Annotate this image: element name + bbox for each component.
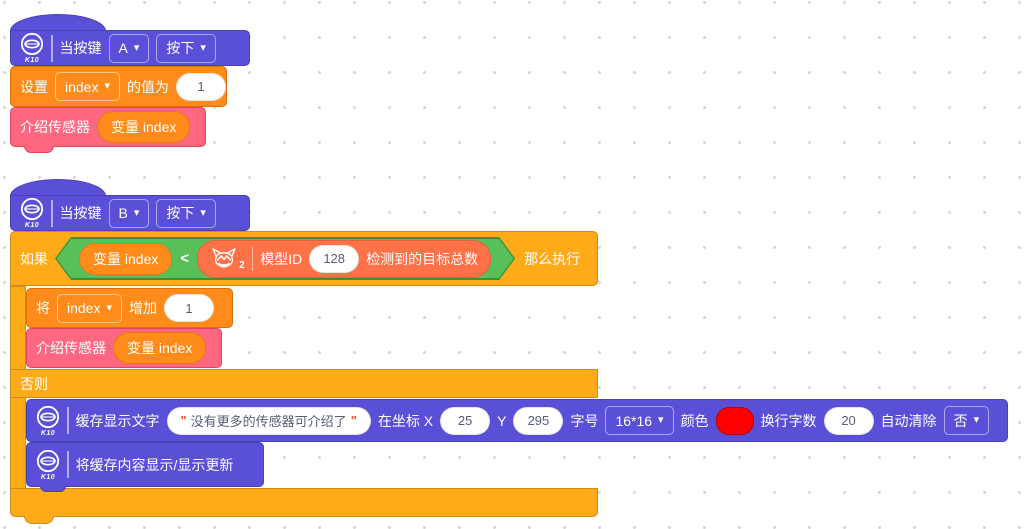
color-swatch[interactable] [715, 406, 754, 435]
open-quote: " [180, 413, 187, 428]
connector-tab [24, 146, 54, 153]
k10-board-icon: K10 [36, 405, 60, 437]
when-key-label: 当按键 [59, 205, 102, 221]
model-id-label: 模型ID [260, 250, 303, 267]
else-bar[interactable]: 否则 [10, 369, 598, 398]
dropdown-arrow-icon: ▾ [200, 41, 206, 54]
variable-reporter[interactable]: 变量 index [97, 111, 191, 143]
wrap-count-label: 换行字数 [760, 412, 817, 429]
when-key-label: 当按键 [59, 40, 102, 56]
board-label: K10 [40, 429, 56, 437]
color-label: 颜色 [680, 412, 709, 429]
introduce-sensor-block[interactable]: 介绍传感器 变量 index [10, 107, 206, 147]
variable-reporter[interactable]: 变量 index [113, 332, 207, 364]
introduce-sensor-label: 介绍传感器 [36, 340, 106, 356]
introduce-sensor-block[interactable]: 介绍传感器 变量 index [26, 328, 222, 368]
fontsize-label: 字号 [570, 412, 599, 429]
close-quote: " [350, 413, 357, 428]
dropdown-arrow-icon: ▾ [133, 206, 140, 219]
set-label: 设置 [20, 78, 48, 95]
display-update-block[interactable]: K10 将缓存内容显示/显示更新 [26, 442, 264, 487]
detected-total-label: 检测到的目标总数 [366, 250, 479, 267]
connector-tab [24, 516, 54, 524]
huskylens-icon: 2 [210, 246, 245, 272]
divider [252, 247, 254, 271]
x-input[interactable]: 25 [440, 406, 491, 435]
divider [51, 199, 53, 227]
dropdown-arrow-icon: ▾ [106, 301, 112, 314]
k10-board-icon: K10 [36, 449, 60, 481]
cache-display-label: 缓存显示文字 [75, 412, 160, 429]
autoclear-label: 自动清除 [880, 412, 937, 429]
divider [67, 451, 69, 478]
condition-hexagon[interactable]: 变量 index < 2 模型ID 128 检测到的 [55, 237, 515, 280]
dropdown-arrow-icon: ▾ [133, 41, 140, 54]
display-update-label: 将缓存内容显示/显示更新 [75, 456, 234, 473]
to-value-label: 的值为 [127, 78, 169, 95]
variable-reporter[interactable]: 变量 index [79, 243, 172, 275]
variable-dropdown[interactable]: index ▾ [57, 293, 122, 323]
coord-x-label: 在坐标 X [377, 412, 434, 429]
divider [51, 34, 53, 62]
if-else-block-header[interactable]: 如果 变量 index < 2 模型ID 12 [10, 231, 598, 286]
else-label: 否则 [20, 375, 48, 392]
if-label: 如果 [20, 250, 48, 267]
k10-board-icon: K10 [20, 197, 44, 229]
fontsize-dropdown[interactable]: 16*16 ▾ [605, 406, 674, 435]
dropdown-arrow-icon: ▾ [658, 414, 664, 426]
huskylens-target-count-reporter[interactable]: 2 模型ID 128 检测到的目标总数 [197, 240, 491, 278]
model-id-input[interactable]: 128 [309, 245, 359, 273]
key-dropdown[interactable]: A ▾ [108, 33, 150, 63]
board-label: K10 [40, 473, 56, 481]
connector-tab [40, 485, 66, 492]
k10-board-icon: K10 [20, 32, 44, 64]
hat-block-when-key-b[interactable]: K10 当按键 B ▾ 按下 ▾ [10, 195, 250, 231]
board-label: K10 [24, 57, 40, 64]
value-input[interactable]: 1 [176, 72, 226, 101]
hat-curve[interactable] [10, 179, 106, 196]
change-by-label: 增加 [129, 300, 157, 316]
set-variable-block[interactable]: 设置 index ▾ 的值为 1 [10, 66, 227, 107]
introduce-sensor-label: 介绍传感器 [20, 119, 90, 135]
divider [67, 407, 69, 434]
coord-y-label: Y [497, 412, 507, 429]
press-state-dropdown[interactable]: 按下 ▾ [156, 198, 216, 228]
text-input[interactable]: " 没有更多的传感器可介绍了 " [166, 406, 371, 435]
hat-curve[interactable] [10, 14, 106, 31]
press-state-dropdown[interactable]: 按下 ▾ [156, 33, 216, 63]
change-variable-block[interactable]: 将 index ▾ 增加 1 [26, 288, 233, 328]
then-label: 那么执行 [524, 250, 581, 267]
cache-display-text-block[interactable]: K10 缓存显示文字 " 没有更多的传感器可介绍了 " 在坐标 X 25 Y 2… [26, 399, 1008, 442]
hat-block-when-key-a[interactable]: K10 当按键 A ▾ 按下 ▾ [10, 30, 250, 66]
less-than-operator: < [180, 250, 190, 267]
c-block-bottom-bar[interactable] [10, 488, 598, 517]
wrap-count-input[interactable]: 20 [823, 406, 874, 435]
dropdown-arrow-icon: ▾ [200, 206, 206, 219]
key-dropdown[interactable]: B ▾ [108, 198, 150, 228]
y-input[interactable]: 295 [513, 406, 564, 435]
variable-dropdown[interactable]: index ▾ [55, 72, 120, 101]
dropdown-arrow-icon: ▾ [973, 414, 980, 426]
change-prefix-label: 将 [36, 300, 50, 316]
value-input[interactable]: 1 [164, 294, 214, 322]
autoclear-dropdown[interactable]: 否 ▾ [943, 406, 990, 435]
dropdown-arrow-icon: ▾ [104, 80, 110, 92]
board-label: K10 [24, 222, 40, 229]
